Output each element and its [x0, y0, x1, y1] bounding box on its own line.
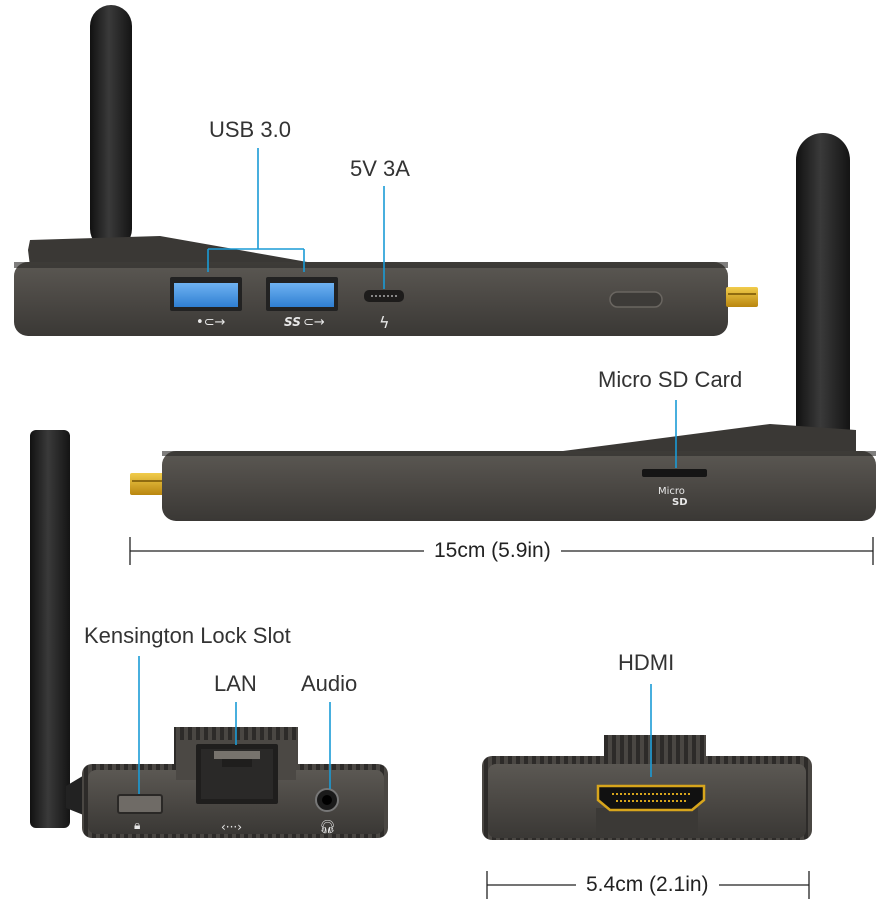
microsd-marking-line2: SD — [672, 497, 688, 508]
hdmi-port — [596, 784, 706, 812]
kensington-label: Kensington Lock Slot — [84, 623, 291, 648]
lan-symbol-icon: ‹···› — [221, 820, 242, 834]
headphone-icon: 🎧︎ — [319, 820, 336, 835]
power-button — [609, 291, 663, 308]
microsd-marking-line1: Micro — [658, 486, 685, 497]
antenna-left — [30, 430, 70, 828]
usb3-symbol-icon: ⊂→ — [303, 315, 325, 330]
antenna-right — [796, 133, 850, 513]
lan-label: LAN — [214, 671, 257, 696]
usb-symbol-icon: •⊂→ — [196, 315, 226, 330]
length-dimension-label: 15cm (5.9in) — [424, 539, 561, 563]
hdmi-plug-right — [726, 287, 758, 307]
front-callouts — [207, 148, 385, 289]
back-view: Micro SD — [130, 133, 876, 521]
kensington-slot — [117, 794, 163, 814]
microsd-label: Micro SD Card — [598, 367, 743, 392]
side-view-lan: 🔒︎ ‹···› 🎧︎ — [30, 430, 388, 838]
width-dimension-label: 5.4cm (2.1in) — [576, 873, 719, 897]
usb-label: USB 3.0 — [209, 117, 291, 142]
audio-label: Audio — [301, 671, 358, 696]
device-body-back — [162, 451, 876, 521]
microsd-slot — [642, 469, 707, 477]
antenna-top-left — [90, 5, 132, 250]
hdmi-label: HDMI — [618, 650, 675, 675]
end-view-hdmi — [482, 735, 812, 840]
hdmi-plug-left — [130, 473, 166, 495]
power-label: 5V 3A — [350, 156, 410, 181]
lightning-icon: ϟ — [379, 313, 390, 332]
side-callouts — [138, 656, 331, 794]
lock-icon: 🔒︎ — [134, 818, 140, 832]
front-view: •⊂→ SS ⊂→ ϟ — [14, 5, 758, 336]
usb3-ss-mark: SS — [284, 315, 301, 329]
